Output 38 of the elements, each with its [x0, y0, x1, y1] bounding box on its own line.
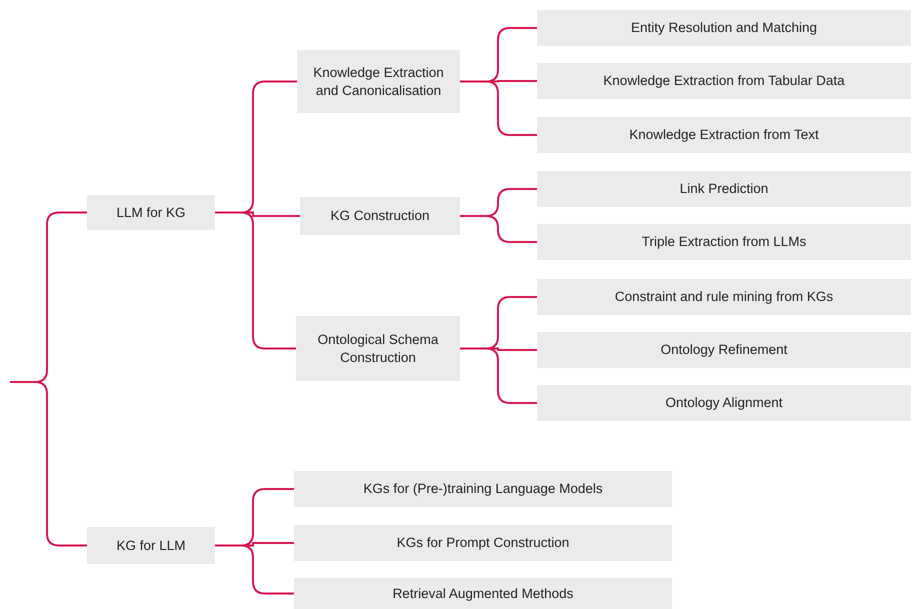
- bracket-connector: [10, 381, 87, 546]
- category-box: [294, 471, 672, 507]
- category-box: [537, 171, 911, 207]
- category-label: KGs for Prompt Construction: [396, 535, 570, 550]
- category-label: KG for LLM: [116, 538, 186, 552]
- category-label: Knowledge Extraction from Text: [629, 127, 819, 142]
- category-box: [294, 578, 672, 609]
- category-label: Constraint and rule mining from KGs: [614, 289, 834, 304]
- category-box: [296, 316, 460, 381]
- category-label: Triple Extraction from LLMs: [642, 234, 806, 249]
- category-box: [537, 224, 911, 260]
- category-box: [297, 50, 460, 113]
- category-box: [537, 279, 911, 315]
- category-box: [294, 525, 672, 561]
- category-box: [537, 117, 911, 153]
- category-label: Link Prediction: [680, 181, 768, 196]
- category-box: [537, 63, 911, 99]
- category-label: Ontology Alignment: [665, 395, 783, 410]
- category-label: Ontology Refinement: [660, 342, 788, 357]
- category-label: Knowledge Extraction and Canonicalisation: [313, 64, 444, 98]
- category-box: [87, 195, 215, 230]
- category-label: Retrieval Augmented Methods: [392, 586, 574, 600]
- category-label: KGs for (Pre-)training Language Models: [363, 481, 603, 496]
- category-label: LLM for KG: [116, 204, 186, 220]
- category-label: KG Construction: [330, 208, 430, 223]
- category-box: [300, 197, 460, 235]
- category-box: [87, 527, 215, 564]
- category-label: Entity Resolution and Matching: [630, 20, 818, 35]
- category-box: [537, 10, 911, 46]
- category-box: [537, 385, 911, 421]
- category-box: [537, 332, 911, 368]
- bracket-connector: [215, 544, 294, 594]
- bracket-connector: [460, 348, 537, 404]
- bracket-connector: [460, 215, 537, 243]
- category-label: Knowledge Extraction from Tabular Data: [603, 73, 845, 88]
- category-label: Ontological Schema Construction: [318, 332, 438, 364]
- bracket-connector: [460, 80, 537, 136]
- bracket-connector: [215, 212, 296, 350]
